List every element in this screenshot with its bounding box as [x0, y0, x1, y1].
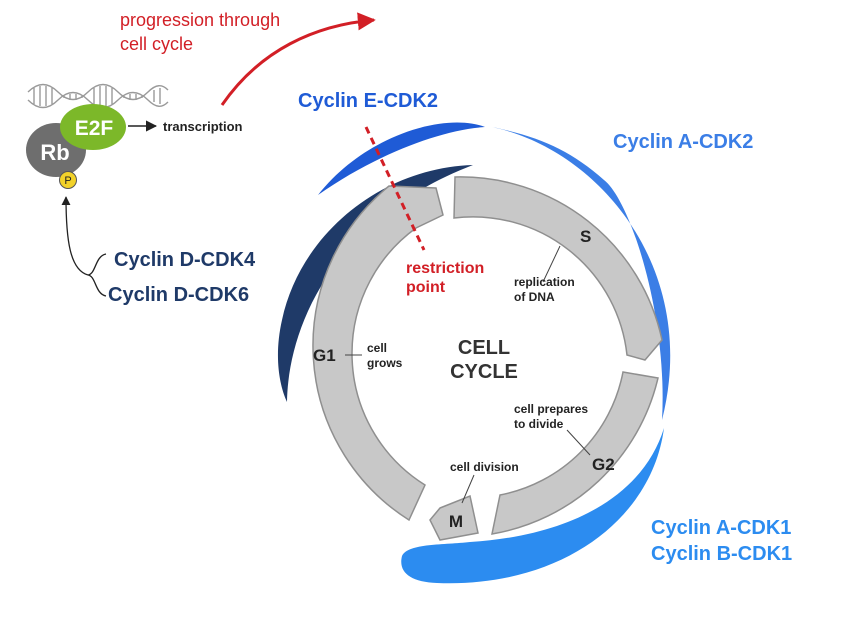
- phosphate-label: P: [64, 175, 71, 187]
- g2-desc-line1: cell prepares: [514, 402, 588, 416]
- center-title-line2: CYCLE: [450, 361, 518, 383]
- phase-g2-segment: [491, 371, 659, 535]
- cyclin-e-cdk2-label: Cyclin E-CDK2: [298, 90, 438, 112]
- transcription-label: transcription: [163, 119, 243, 134]
- cyclin-d-cdk6-label: Cyclin D-CDK6: [108, 284, 249, 306]
- cyclin-d-bracket: [87, 253, 107, 297]
- phase-s-label: S: [580, 227, 591, 246]
- cyclin-b-cdk1-label: Cyclin B-CDK1: [651, 543, 792, 565]
- s-desc-line1: replication: [514, 275, 575, 289]
- cyclin-d-cdk4-label: Cyclin D-CDK4: [114, 249, 256, 271]
- phase-g1-label: G1: [313, 346, 336, 365]
- progression-label-line2: cell cycle: [120, 34, 193, 54]
- cyclin-e-crescent: [318, 122, 485, 195]
- rb-label: Rb: [40, 140, 69, 165]
- dna-helix-icon: [27, 83, 169, 109]
- restriction-point-label-line2: point: [406, 279, 446, 296]
- restriction-point-line: [364, 126, 426, 251]
- phase-s-segment: [453, 176, 663, 361]
- phase-m-label: M: [449, 512, 463, 531]
- center-title-line1: CELL: [458, 337, 510, 359]
- g1-desc-line2: grows: [367, 356, 403, 370]
- cyclin-a-cdk1-label: Cyclin A-CDK1: [651, 517, 791, 539]
- m-desc-line1: cell division: [450, 460, 519, 474]
- phosphorylation-arrow: [61, 196, 89, 276]
- cyclin-a-cdk2-label: Cyclin A-CDK2: [613, 131, 753, 153]
- m-leader-line: [461, 474, 475, 504]
- cyclin-ab-cdk1-crescent: [401, 428, 664, 584]
- s-leader-line: [542, 245, 561, 283]
- e2f-label: E2F: [75, 117, 114, 140]
- restriction-point-label-line1: restriction: [406, 260, 484, 277]
- phase-g2-label: G2: [592, 455, 615, 474]
- g1-desc-line1: cell: [367, 341, 387, 355]
- s-desc-line2: of DNA: [514, 290, 555, 304]
- phase-m-segment: [429, 494, 479, 541]
- phase-g1-segment: [312, 185, 444, 522]
- e2f-protein: [60, 104, 126, 150]
- g2-desc-line2: to divide: [514, 417, 564, 431]
- phosphate-icon: [59, 171, 77, 189]
- g2-leader-line: [566, 429, 591, 456]
- progression-arrow: [220, 12, 376, 106]
- progression-label-line1: progression through: [120, 10, 280, 30]
